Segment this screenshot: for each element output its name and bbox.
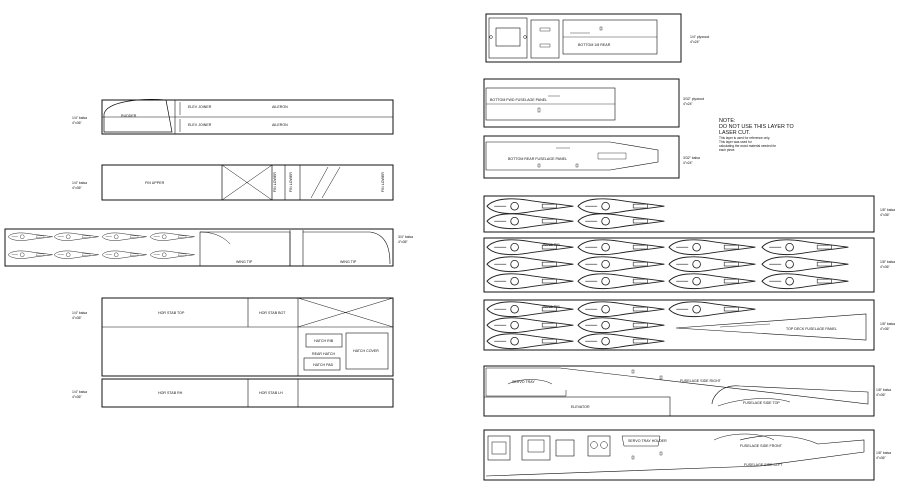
side-label-line-1: 1/8" balsa bbox=[880, 260, 895, 264]
side-label-line-1: 1/4" balsa bbox=[72, 390, 87, 394]
side-label-line-1: 1/8" balsa bbox=[880, 208, 895, 212]
part-aileron-bottom: AILERON bbox=[272, 123, 288, 127]
side-label-line-1: 1/8" balsa bbox=[876, 388, 891, 392]
left-sheet-4: HOR STAB TOP HOR STAB BOT HATCH RIB HATC… bbox=[72, 297, 394, 377]
part-fin-upper: FIN UPPER bbox=[145, 181, 165, 185]
part-fuse-side-front: FUSELAGE SIDE FRONT bbox=[740, 444, 783, 448]
part-fin-lower-1: FIN LOWER bbox=[273, 172, 277, 192]
left-sheet-5: HOR STAB RH HOR STAB LH 1/4" balsa 4"x36… bbox=[72, 378, 394, 408]
part-hatch-pad: HATCH PAD bbox=[313, 363, 334, 367]
side-label-line-1: 3/4" balsa bbox=[398, 235, 413, 239]
side-label-line-2: 4"x36" bbox=[72, 395, 83, 399]
side-label-line-1: 1/8" balsa bbox=[880, 322, 895, 326]
right-sheet-6: WING RIB TOP DECK FUSELAGE PANEL 1/8" ba… bbox=[483, 299, 895, 351]
side-label-line-2: 4"x36" bbox=[880, 265, 891, 269]
part-elev-joiner-bottom: ELEV JOINER bbox=[188, 123, 212, 127]
rib-label: WING RIB bbox=[543, 243, 560, 247]
part-bottom-fwd-panel: BOTTOM FWD FUSELAGE PANEL bbox=[490, 98, 547, 102]
part-hor-stab-lh: HOR STAB LH bbox=[259, 391, 283, 395]
side-label-line-2: 4"x24" bbox=[683, 161, 694, 165]
part-elevator: ELEVATOR bbox=[571, 405, 590, 409]
part-bottom-rear-panel: BOTTOM REAR FUSELAGE PANEL bbox=[508, 157, 567, 161]
part-servo-tray-holder: SERVO TRAY HOLDER bbox=[628, 439, 667, 443]
side-label-line-2: 4"x36" bbox=[880, 327, 891, 331]
note-heading-2: DO NOT USE THIS LAYER TO bbox=[719, 124, 794, 130]
right-sheet-8: SERVO TRAY HOLDER FUSELAGE SIDE FRONT FU… bbox=[483, 429, 891, 481]
right-sheet-1: BOTTOM 1/8 REAR 1/4" plywood 4"x24" bbox=[485, 13, 709, 63]
left-sheet-2: FIN UPPER FIN LOWER FIN LOWER FIN LOWER … bbox=[72, 164, 394, 201]
left-sheet-3: WING TIP WING TIP 3/4" balsa 4"x36" bbox=[4, 228, 413, 267]
side-label-line-2: 4"x36" bbox=[72, 316, 83, 320]
right-sheet-2: BOTTOM FWD FUSELAGE PANEL 3/32" plywood … bbox=[483, 78, 704, 128]
part-aileron-top: AILERON bbox=[272, 105, 288, 109]
side-label-line-1: 3/32" balsa bbox=[683, 156, 700, 160]
part-rear-hatch: REAR HATCH bbox=[312, 352, 335, 356]
side-label-line-2: 4"x36" bbox=[72, 121, 83, 125]
part-hor-stab-top: HOR STAB TOP bbox=[158, 311, 185, 315]
part-wing-tip-2: WING TIP bbox=[340, 260, 357, 264]
part-servo-tray: SERVO TRAY bbox=[512, 380, 535, 384]
side-label-line-1: 1/8" balsa bbox=[876, 451, 891, 455]
part-elev-joiner-top: ELEV JOINER bbox=[188, 105, 212, 109]
side-label-line-2: 4"x24" bbox=[690, 40, 701, 44]
part-top-deck: TOP DECK FUSELAGE PANEL bbox=[786, 327, 837, 331]
side-label-line-2: 4"x24" bbox=[683, 102, 694, 106]
side-label-line-2: 4"x36" bbox=[880, 213, 891, 217]
part-fuse-side-top: FUSELAGE SIDE TOP bbox=[743, 401, 780, 405]
part-hatch-cover: HATCH COVER bbox=[353, 349, 379, 353]
part-fuse-side-left: FUSELAGE SIDE LEFT bbox=[744, 463, 783, 467]
part-fuse-side-right: FUSELAGE SIDE RIGHT bbox=[680, 379, 722, 383]
part-fin-lower-2: FIN LOWER bbox=[289, 172, 293, 192]
side-label-line-1: 1/4" balsa bbox=[72, 311, 87, 315]
note-block: NOTE: DO NOT USE THIS LAYER TO LASER CUT… bbox=[719, 118, 794, 152]
note-body-1: This layer is used for reference only. bbox=[719, 136, 770, 140]
side-label-line-1: 3/32" plywood bbox=[683, 97, 704, 101]
part-fin-lower-3: FIN LOWER bbox=[381, 172, 385, 192]
side-label-line-1: 1/4" balsa bbox=[72, 116, 87, 120]
note-heading-1: NOTE: bbox=[719, 118, 735, 124]
rib-label: WING RIB bbox=[543, 305, 560, 309]
part-hor-stab-bot: HOR STAB BOT bbox=[259, 311, 286, 315]
part-hor-stab-rh: HOR STAB RH bbox=[158, 391, 183, 395]
right-sheet-4: 1/8" balsa 4"x36" bbox=[483, 195, 895, 233]
side-label-line-1: 1/4" balsa bbox=[72, 181, 87, 185]
note-heading-3: LASER CUT. bbox=[719, 130, 750, 136]
part-wing-tip-1: WING TIP bbox=[236, 260, 253, 264]
note-body-4: each piece. bbox=[719, 148, 735, 152]
side-label-line-2: 4"x36" bbox=[876, 393, 887, 397]
part-bottom-rear: BOTTOM 1/8 REAR bbox=[578, 43, 611, 47]
part-rudder: RUDDER bbox=[121, 114, 137, 118]
note-body-3: calculating the wood material needed for bbox=[719, 144, 777, 148]
side-label-line-2: 4"x36" bbox=[398, 240, 409, 244]
part-hatch-rib: HATCH RIB bbox=[314, 339, 334, 343]
side-label-line-1: 1/4" plywood bbox=[690, 35, 709, 39]
side-label-line-2: 4"x36" bbox=[876, 456, 887, 460]
right-sheet-3: BOTTOM REAR FUSELAGE PANEL 3/32" balsa 4… bbox=[483, 135, 700, 179]
note-body-2: This layer was used for bbox=[719, 140, 753, 144]
right-sheet-7: SERVO TRAY FUSELAGE SIDE RIGHT FUSELAGE … bbox=[483, 365, 891, 417]
right-sheet-5: WING RIB 1/8" balsa 4"x36" bbox=[483, 237, 895, 293]
left-sheet-1: RUDDER ELEV JOINER AILERON ELEV JOINER A… bbox=[72, 99, 394, 135]
side-label-line-2: 4"x36" bbox=[72, 186, 83, 190]
